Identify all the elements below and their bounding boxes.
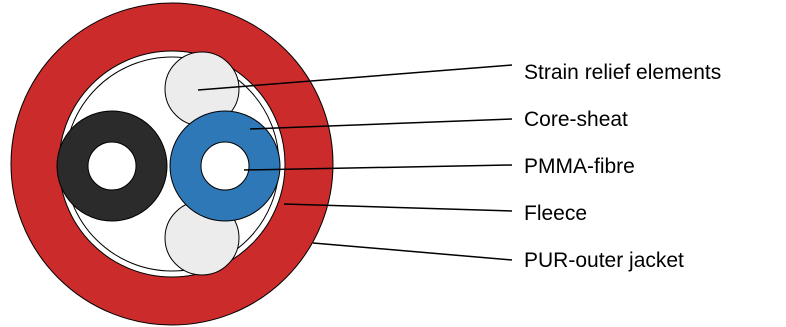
leader-line-strain-relief xyxy=(197,64,513,91)
leader-line-pmma-fibre xyxy=(243,164,513,171)
pmma-fibre-blue-core xyxy=(200,141,250,191)
leader-line-core-sheath xyxy=(249,118,513,130)
pmma-fibre-black-core xyxy=(87,141,137,191)
leader-line-pur-jacket xyxy=(312,242,513,261)
label-pmma-fibre: PMMA-fibre xyxy=(524,155,635,178)
label-strain-relief-elements: Strain relief elements xyxy=(524,61,721,84)
label-core-sheath: Core-sheat xyxy=(524,108,628,131)
label-fleece: Fleece xyxy=(524,202,587,225)
leader-line-fleece xyxy=(283,203,513,212)
label-pur-outer-jacket: PUR-outer jacket xyxy=(524,249,684,272)
